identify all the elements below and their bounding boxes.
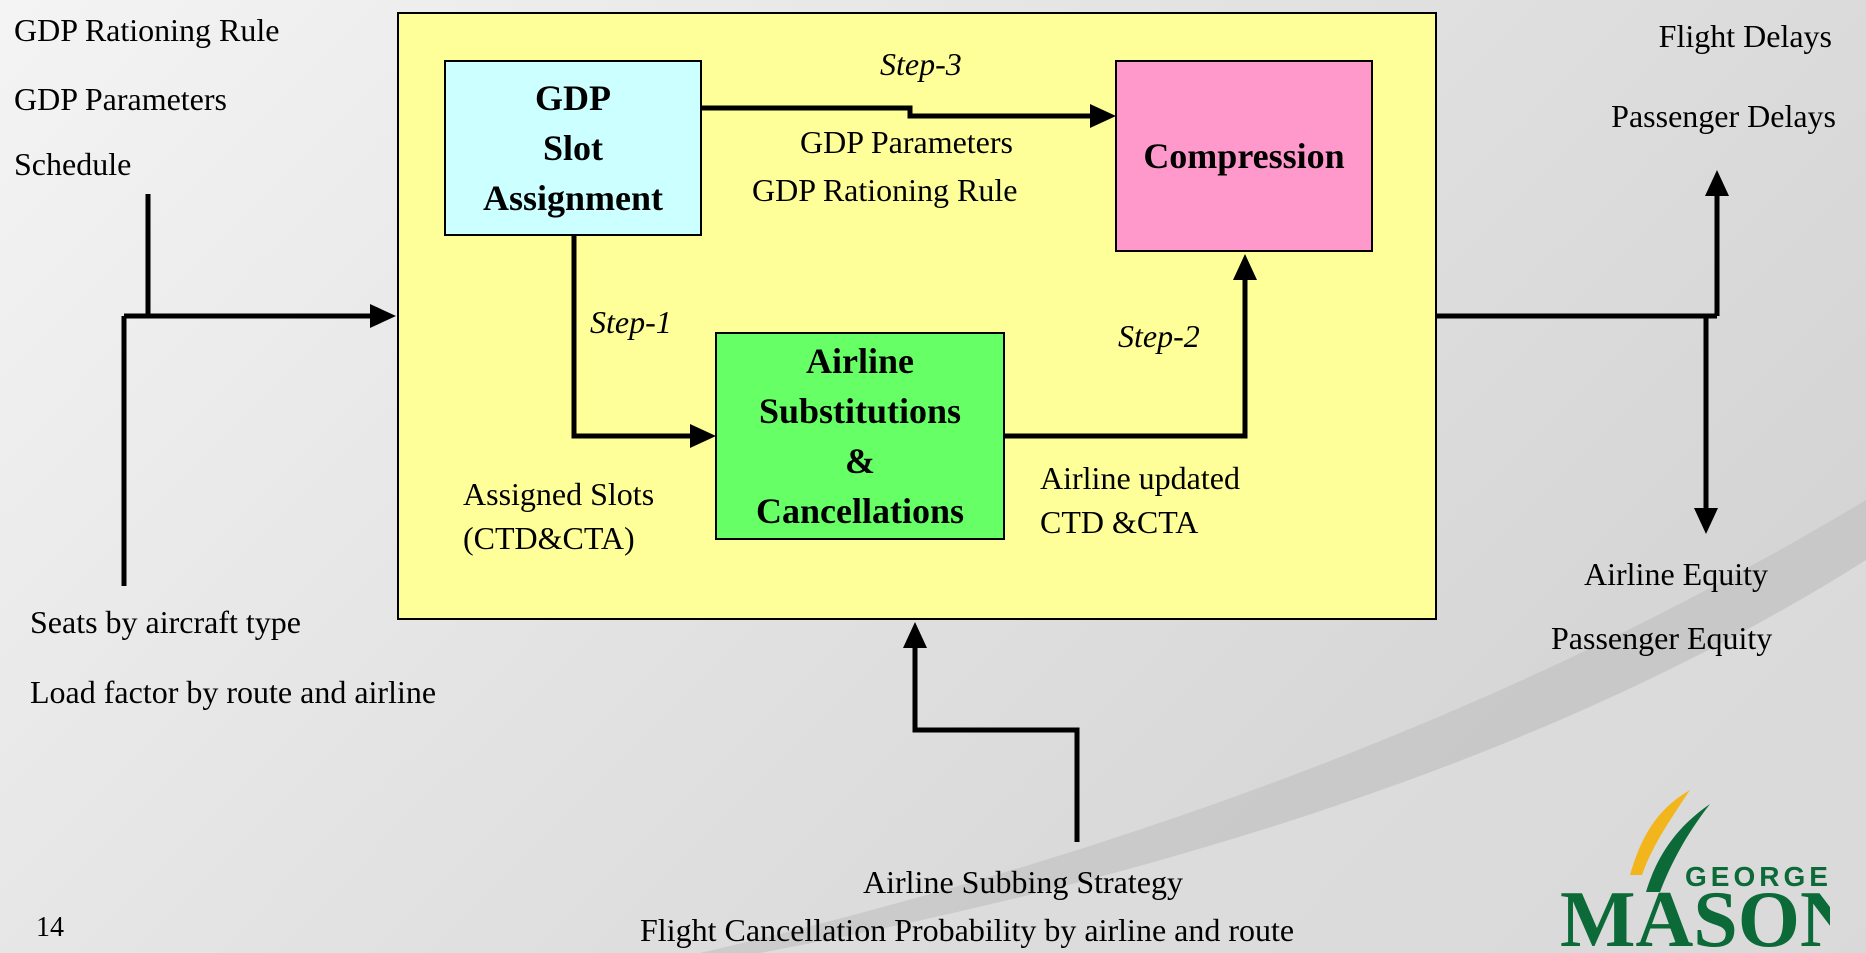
gdp-rationing-rule-label: GDP Rationing Rule <box>752 172 1018 208</box>
input-airline-subbing-strategy: Airline Subbing Strategy <box>863 864 1183 900</box>
page-number: 14 <box>36 912 64 943</box>
input-flight-cancellation-probability: Flight Cancellation Probability by airli… <box>640 912 1295 948</box>
airline-box-line-3: & <box>845 441 875 481</box>
gdp-parameters-label: GDP Parameters <box>800 124 1013 160</box>
input-load-factor: Load factor by route and airline <box>30 674 437 710</box>
airline-box-line-2: Substitutions <box>758 391 962 431</box>
step-2-label: Step-2 <box>1118 318 1200 354</box>
output-airline-equity: Airline Equity <box>1584 556 1768 592</box>
compression-box: Compression <box>1115 60 1373 252</box>
logo-mason-text: MASON <box>1560 876 1830 950</box>
airline-substitutions-box: Airline Substitutions & Cancellations <box>715 332 1005 540</box>
assigned-slots-ctd-cta-label: (CTD&CTA) <box>463 520 635 556</box>
gdp-box-line-1: GDP <box>535 78 611 118</box>
compression-label: Compression <box>1143 136 1345 176</box>
input-gdp-rationing-rule: GDP Rationing Rule <box>14 12 280 48</box>
airline-box-line-1: Airline <box>806 341 914 381</box>
input-schedule: Schedule <box>14 146 132 182</box>
gdp-box-line-2: Slot <box>542 128 603 168</box>
airline-updated-label: Airline updated <box>1040 460 1240 496</box>
input-seats-by-aircraft-type: Seats by aircraft type <box>30 604 301 640</box>
output-passenger-delays: Passenger Delays <box>1611 98 1836 134</box>
airline-updated-ctd-cta-label: CTD &CTA <box>1040 504 1199 540</box>
input-gdp-parameters: GDP Parameters <box>14 81 227 117</box>
gdp-box-line-3: Assignment <box>482 178 664 218</box>
logo-george-text: GEORGE <box>1685 861 1830 892</box>
airline-box-line-4: Cancellations <box>755 491 964 531</box>
george-mason-logo: GEORGE MASON <box>1560 790 1830 950</box>
output-passenger-equity: Passenger Equity <box>1551 620 1773 656</box>
step-3-label: Step-3 <box>880 46 962 82</box>
gdp-slot-assignment-box: GDP Slot Assignment <box>444 60 702 236</box>
output-flight-delays: Flight Delays <box>1658 18 1832 54</box>
step-1-label: Step-1 <box>590 304 672 340</box>
assigned-slots-label: Assigned Slots <box>463 476 655 512</box>
